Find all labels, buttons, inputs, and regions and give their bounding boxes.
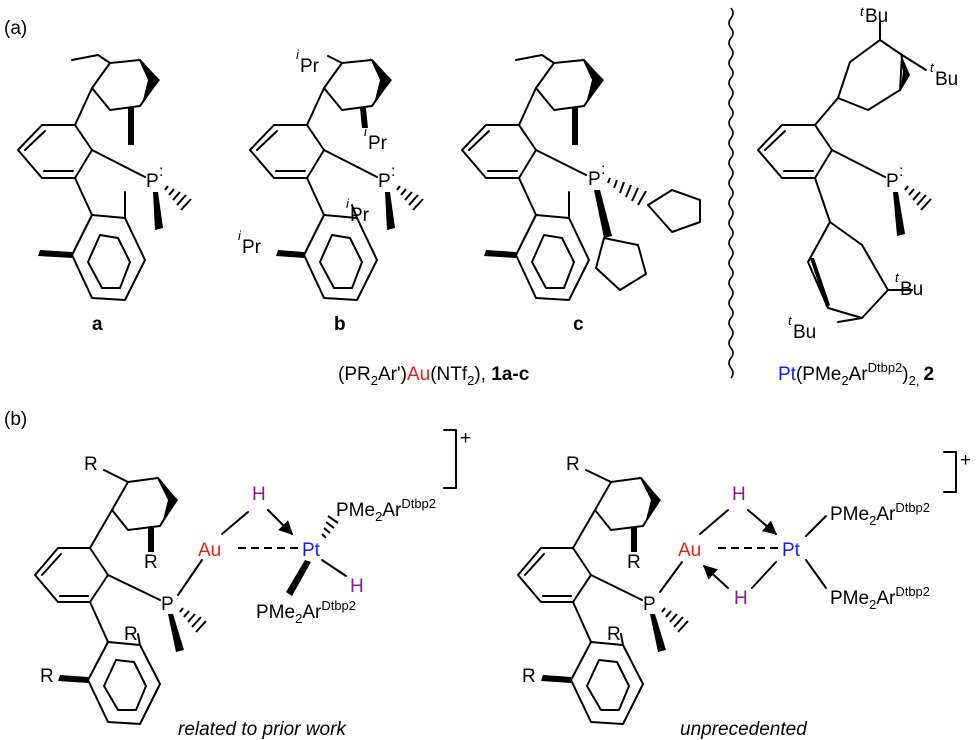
left-R-mid: R [144,552,158,573]
compound-a-P: P [146,171,159,192]
panel-b-label: (b) [4,409,27,430]
left-R-lower: R [124,624,138,645]
svg-text:t: t [930,60,935,75]
compound-c-label: c [573,314,584,335]
svg-text:t: t [895,270,900,285]
svg-text::: : [899,163,903,180]
svg-text::: : [391,163,395,180]
wavy-divider [728,7,734,379]
svg-text:i: i [296,47,300,62]
svg-text:t: t [860,4,865,19]
compound-b-iPr-left: i Pr [238,228,262,258]
svg-text:Pr: Pr [242,237,262,258]
svg-text::: : [601,161,605,178]
panel-a-label: (a) [4,18,27,39]
svg-text:Pr: Pr [368,133,388,154]
right-R-lower: R [607,624,621,645]
left-Au: Au [198,540,221,561]
right-charge-bracket: + [943,450,971,493]
pt-ligand-P-substituents: : [893,163,932,236]
right-H-top: H [732,484,746,505]
left-H-bottom: H [350,576,364,597]
svg-text:Bu: Bu [793,322,816,343]
svg-text:+: + [460,428,471,449]
right-R-left: R [522,666,536,687]
compound-b-iPr-top: i Pr [296,47,320,77]
svg-text:Pr: Pr [350,205,370,226]
svg-text:+: + [960,450,971,471]
left-H-top: H [252,484,266,505]
right-complex-bonds [699,509,827,589]
pt-complex-caption: Pt(PMe2ArDtbp2)2,2 [778,360,934,388]
pt-ligand-tBu-top: t Bu [860,4,888,27]
compound-b-P-substituents: : [385,163,424,230]
right-P-substituents [650,607,689,652]
pt-ligand-tBu-bottom: t Bu [788,313,816,343]
left-ligand-top: PMe2ArDtbp2 [336,496,436,524]
svg-text:i: i [346,196,350,211]
svg-text:Bu: Bu [935,69,958,90]
left-complex-ligand [34,469,203,725]
svg-text::: : [159,163,163,180]
right-H-bottom: H [734,588,748,609]
right-P: P [643,594,656,615]
left-complex-bonds [221,509,347,596]
pt-ligand-structure [757,21,927,323]
right-caption: unprecedented [680,719,808,740]
left-R-left: R [40,666,54,687]
compound-c-structure [461,54,701,301]
right-Pt: Pt [782,540,801,561]
compound-b-iPr-right: i Pr [346,196,370,226]
compound-a-structure [17,54,160,301]
left-Pt: Pt [302,540,321,561]
compound-b-P: P [378,171,391,192]
left-caption: related to prior work [178,719,347,740]
right-Au: Au [678,540,701,561]
left-P: P [161,594,174,615]
right-ligand-bottom: PMe2ArDtbp2 [830,584,930,612]
svg-text:Bu: Bu [900,279,923,300]
compound-b-iPr-mid: i Pr [364,124,388,154]
svg-text:i: i [238,228,242,243]
svg-text:i: i [364,124,368,139]
left-ligand-bottom: PMe2ArDtbp2 [256,598,356,626]
compound-b-label: b [334,314,346,335]
left-charge-bracket: + [443,428,471,489]
pt-ligand-tBu-lower-right: t Bu [895,270,923,300]
compound-a-P-substituents: : [153,163,192,230]
left-R-top: R [84,454,98,475]
compound-b-structure [249,55,392,301]
compound-c-P: P [588,169,601,190]
svg-text:Bu: Bu [865,6,888,27]
compound-c-P-substituents: : [594,161,647,238]
right-ligand-top: PMe2ArDtbp2 [830,500,930,528]
gold-complex-caption: (PR2Ar')Au(NTf2), 1a-c [338,364,530,388]
left-P-substituents [168,607,207,652]
right-complex-ligand [517,469,683,725]
compound-a-label: a [92,314,103,335]
svg-text:t: t [788,313,793,328]
pt-ligand-tBu-right: t Bu [930,60,958,90]
svg-text:Pr: Pr [300,56,320,77]
pt-ligand-P: P [886,171,899,192]
right-R-mid: R [627,552,641,573]
right-R-top: R [566,454,580,475]
